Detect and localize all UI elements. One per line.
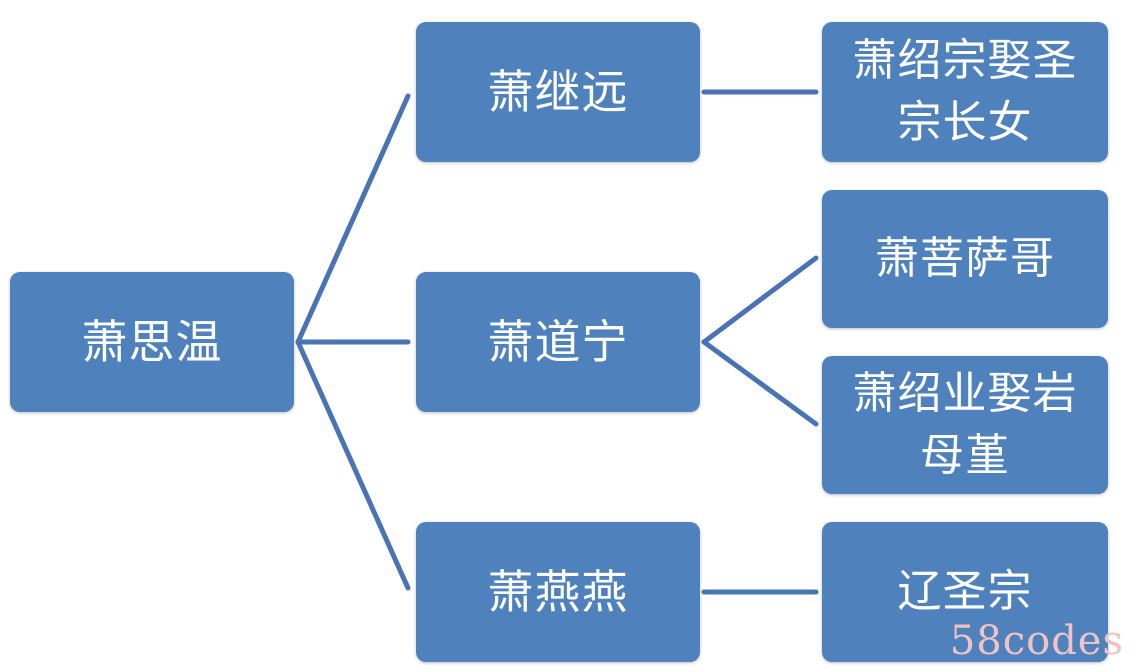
node-child-1-label: 萧继远 [487, 65, 629, 119]
node-child-3: 萧燕燕 [416, 522, 700, 662]
node-grandchild-2-label: 萧菩萨哥 [875, 233, 1055, 284]
connector-root-c3 [295, 339, 411, 591]
node-grandchild-1: 萧绍宗娶圣 宗长女 [822, 22, 1108, 162]
node-child-1: 萧继远 [416, 22, 700, 162]
node-grandchild-1-label: 萧绍宗娶圣 宗长女 [852, 35, 1078, 148]
node-child-3-label: 萧燕燕 [487, 565, 629, 619]
node-child-2-label: 萧道宁 [487, 315, 629, 369]
node-grandchild-3: 萧绍业娶岩 母堇 [822, 356, 1108, 494]
node-root-label: 萧思温 [81, 315, 223, 369]
connector-c2-g3 [701, 339, 819, 427]
connector-root-c1 [295, 93, 411, 345]
node-grandchild-4: 辽圣宗 [822, 522, 1108, 662]
node-root: 萧思温 [10, 272, 294, 412]
node-grandchild-4-label: 辽圣宗 [897, 566, 1033, 617]
watermark: 58codes [949, 618, 1124, 664]
node-grandchild-2: 萧菩萨哥 [822, 190, 1108, 328]
connector-c2-g2 [701, 255, 819, 345]
node-child-2: 萧道宁 [416, 272, 700, 412]
node-grandchild-3-label: 萧绍业娶岩 母堇 [852, 368, 1078, 481]
